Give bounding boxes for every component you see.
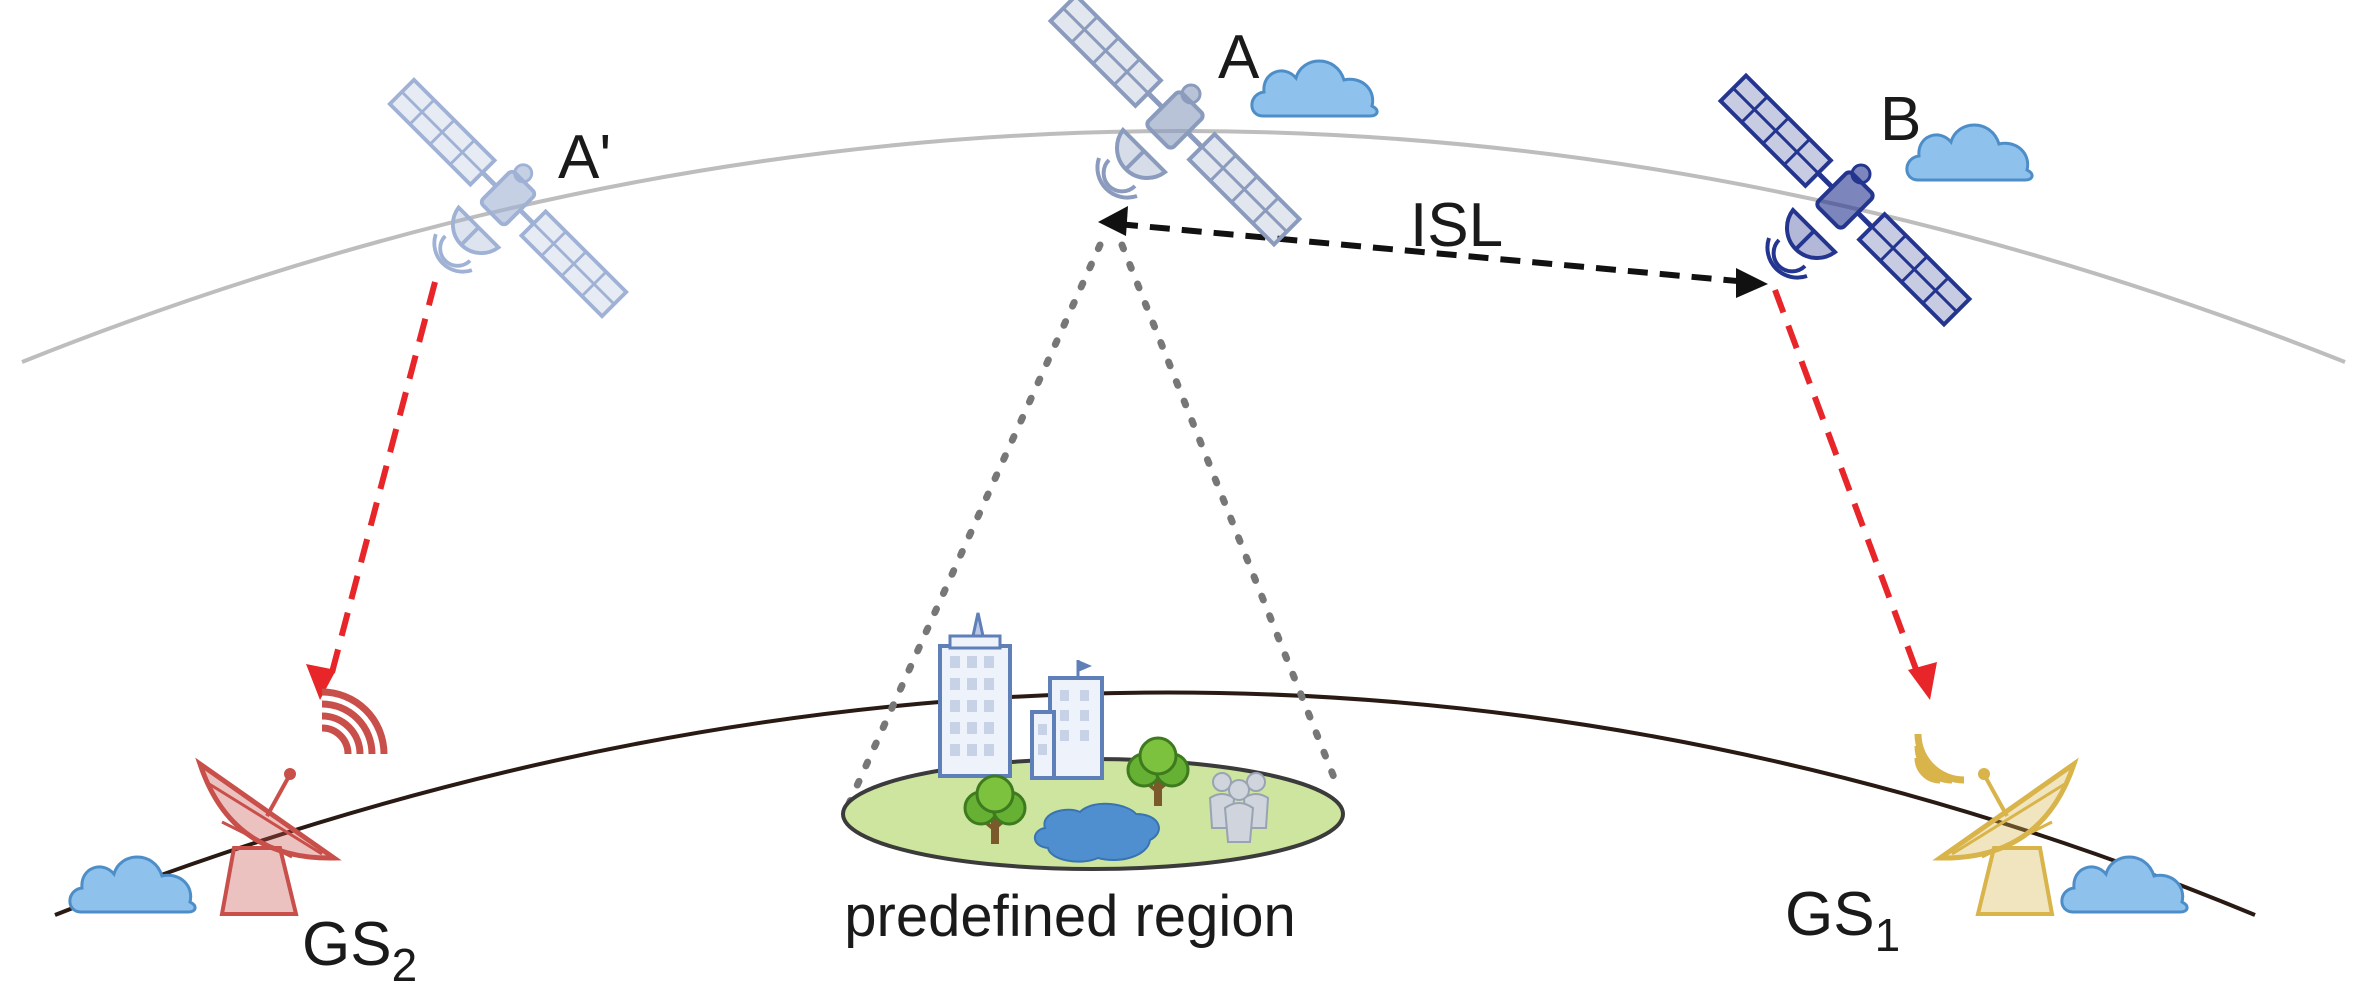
earth-surface-arc: [54, 690, 2256, 917]
people-icon: [1208, 772, 1270, 843]
isl-arrow-left: [1098, 206, 1128, 236]
satellite-icon: [386, 76, 631, 321]
downlink-gs2-arrowhead: [306, 664, 336, 700]
gs1-signal-waves: [1914, 733, 1965, 784]
gs2-signal-waves: [321, 688, 388, 755]
downlink-to-gs1: [1772, 288, 1923, 682]
cloud-icon: [68, 855, 197, 914]
region-label: predefined region: [844, 884, 1295, 949]
satellite-a-label: A: [1218, 23, 1260, 92]
gs2-label: GS2: [302, 910, 417, 991]
isl-link: [1117, 221, 1749, 285]
ground-station-icon: [200, 764, 334, 914]
isl-label: ISL: [1410, 191, 1503, 260]
satellite-b-label: B: [1880, 85, 1921, 154]
satellite-icon: [1046, 0, 1303, 249]
downlink-to-gs2: [327, 281, 438, 681]
buildings-icon: [938, 612, 1104, 780]
downlink-gs1-arrowhead: [1908, 662, 1937, 700]
gs1-label: GS1: [1785, 880, 1900, 961]
predefined-region: [841, 612, 1345, 871]
satellite-a-prime-label: A': [558, 123, 611, 192]
coverage-line-left: [843, 241, 1104, 812]
cloud-icon: [1250, 59, 1379, 118]
coverage-line-right: [1118, 241, 1339, 784]
satellite-icon: [1716, 71, 1973, 328]
isl-arrow-right: [1736, 268, 1768, 298]
lake-icon: [1033, 802, 1160, 863]
cloud-icon: [1905, 123, 2034, 182]
cloud-icon: [2060, 855, 2189, 914]
